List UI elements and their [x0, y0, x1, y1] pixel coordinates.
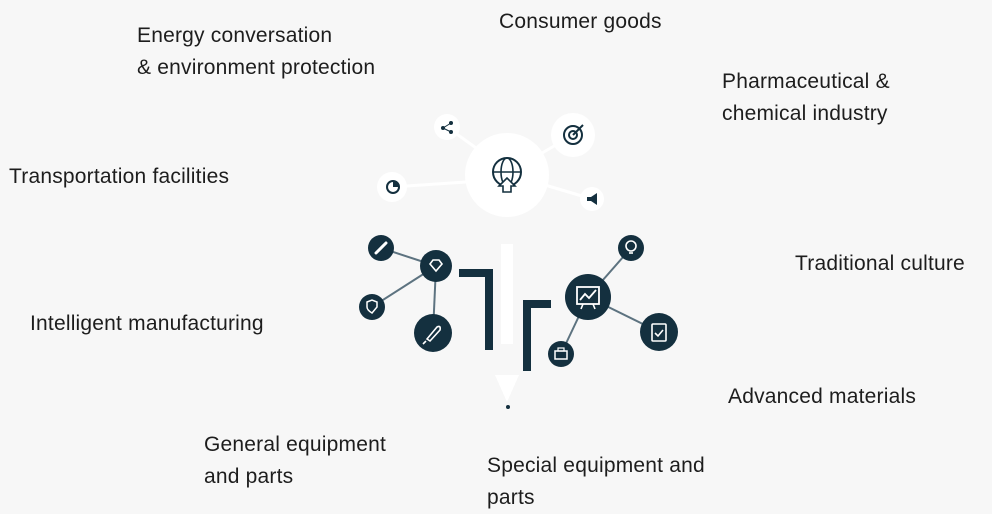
label-text: Advanced materials — [728, 385, 917, 408]
label-traditional-culture: Traditional culture — [795, 248, 965, 280]
pie-chart-icon — [377, 172, 407, 202]
label-advanced-materials: Advanced materials — [728, 381, 916, 413]
label-special-equipment: Special equipment and parts — [487, 450, 705, 514]
globe-upload-icon — [473, 141, 541, 209]
shield-icon — [359, 294, 385, 320]
label-line: General equipment — [204, 433, 387, 456]
label-line: and parts — [204, 465, 294, 488]
label-line: Special equipment and — [487, 454, 705, 477]
diamond-icon — [420, 250, 452, 282]
center-stem — [501, 244, 513, 344]
chart-board-icon — [565, 274, 611, 320]
share-icon — [434, 114, 460, 140]
label-text: Consumer goods — [499, 10, 662, 33]
clipboard-check-icon — [640, 313, 678, 351]
briefcase-icon — [548, 341, 574, 367]
label-text: Transportation facilities — [9, 165, 230, 188]
label-general-equipment: General equipment and parts — [204, 429, 386, 493]
label-pharmaceutical: Pharmaceutical & chemical industry — [722, 66, 890, 130]
lightbulb-icon — [618, 235, 644, 261]
label-intelligent-manufacturing: Intelligent manufacturing — [30, 308, 264, 340]
label-energy-conversation: Energy conversation & environment protec… — [137, 20, 375, 84]
target-icon — [551, 113, 595, 157]
link-icon — [368, 235, 394, 261]
label-line: Energy conversation — [137, 24, 333, 47]
label-text: Traditional culture — [795, 252, 965, 275]
down-arrow — [495, 375, 519, 402]
label-line: Pharmaceutical & — [722, 70, 890, 93]
arrow-dot — [506, 405, 510, 409]
label-line: parts — [487, 486, 535, 509]
label-text: Intelligent manufacturing — [30, 312, 264, 335]
right-bracket — [523, 300, 551, 371]
megaphone-icon — [580, 187, 604, 211]
label-consumer-goods: Consumer goods — [499, 6, 662, 38]
label-line: & environment protection — [137, 56, 376, 79]
label-line: chemical industry — [722, 102, 888, 125]
label-transportation: Transportation facilities — [9, 161, 229, 193]
left-bracket — [459, 269, 493, 350]
rocket-icon — [414, 314, 452, 352]
